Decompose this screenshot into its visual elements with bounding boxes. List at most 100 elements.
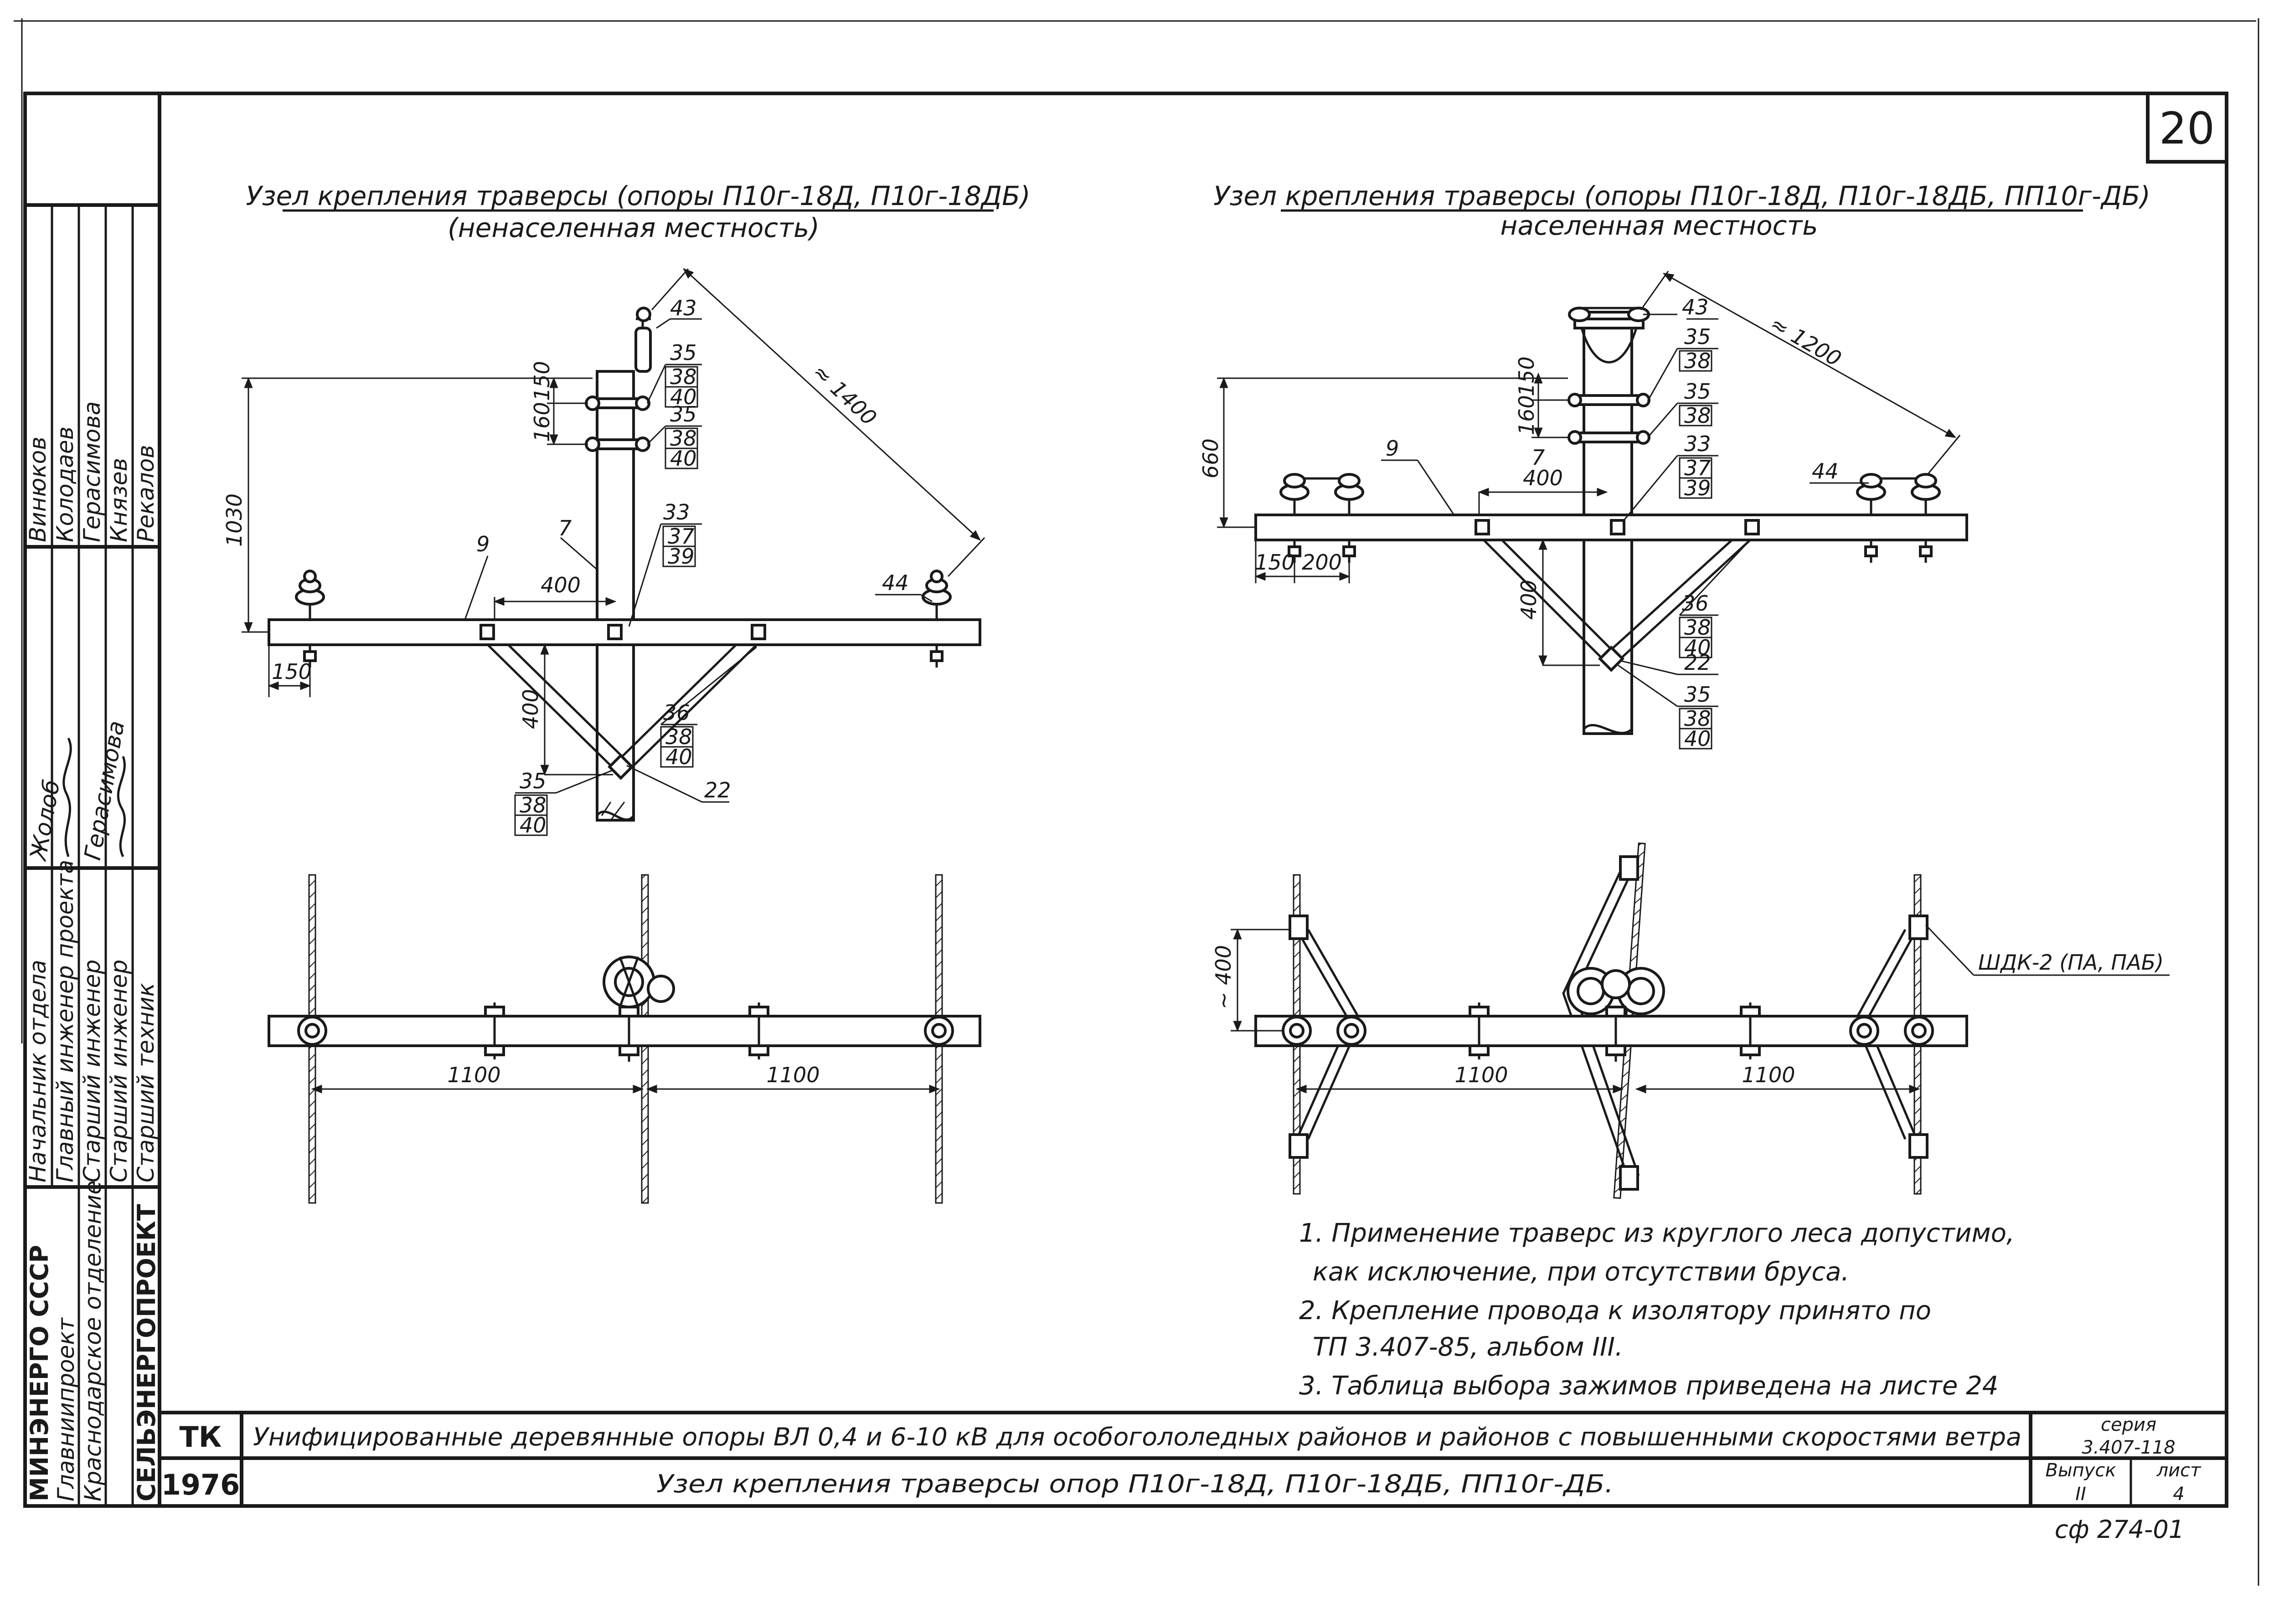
note-2-cont: ТП 3.407-85, альбом III. — [1313, 1332, 1623, 1362]
left-callout-22: 22 — [704, 778, 731, 802]
right-callout-33: 33 — [1684, 432, 1711, 456]
left-callout-7: 7 — [558, 516, 572, 540]
title-block: ТК 1976 Унифицированные деревянные опоры… — [160, 1411, 2227, 1506]
right-plan-dim-1100a: 1100 — [1454, 1063, 1508, 1087]
right-dim-1200: ≈ 1200 — [1766, 311, 1846, 371]
left-callout-40b: 40 — [670, 446, 697, 471]
right-dim-150a: 150 — [1514, 356, 1539, 396]
sheet-frame — [14, 18, 2259, 1586]
right-callout-38d: 38 — [1684, 706, 1711, 731]
right-plan-view: ~ 400 1100 1100 ШДК-2 (ПА, ПАБ) — [1211, 842, 2170, 1199]
left-dim-1030: 1030 — [222, 493, 247, 547]
stamp-position-3: Старший инженер — [79, 960, 105, 1182]
left-insulator-left — [295, 570, 325, 668]
left-dim-160: 160 — [530, 402, 554, 442]
left-callout-39: 39 — [668, 544, 695, 569]
stamp-name-4: Князев — [106, 458, 132, 542]
stamp-signature-1: Жолоб — [25, 778, 65, 863]
left-callout-36: 36 — [663, 700, 690, 725]
left-callout-35b: 35 — [670, 402, 697, 427]
right-plan-dim-1100b: 1100 — [1742, 1063, 1795, 1087]
stamp-org-ministry: МИНЭНЕРГО СССР — [25, 1245, 54, 1501]
note-1-cont: как исключение, при отсутствии бруса. — [1313, 1257, 1849, 1287]
left-callout-38b: 38 — [670, 426, 697, 451]
note-1: 1. Применение траверс из круглого леса д… — [1299, 1218, 2015, 1248]
left-dim-150: 150 — [272, 659, 312, 684]
right-callout-44: 44 — [1812, 459, 1839, 483]
left-stamp: Винюков Колодаев Герасимова Князев Рекал… — [25, 203, 161, 1506]
left-plan-dim-1100a: 1100 — [447, 1063, 500, 1087]
tb-series-value: 3.407-118 — [2082, 1437, 2175, 1458]
right-callout-38b: 38 — [1684, 403, 1711, 428]
notes: 1. Применение траверс из круглого леса д… — [1299, 1218, 2015, 1401]
sheet-number-box: 20 — [2146, 92, 2228, 164]
left-callout-43: 43 — [670, 296, 697, 320]
right-view-title: Узел крепления траверсы (опоры П10г-18Д,… — [1213, 180, 2150, 211]
right-elevation-view: Узел крепления траверсы (опоры П10г-18Д,… — [1198, 180, 2150, 751]
left-callout-40a: 40 — [670, 385, 697, 409]
left-callout-9: 9 — [476, 532, 490, 556]
stamp-signature-4 — [117, 756, 126, 858]
right-dim-400h: 400 — [1523, 466, 1563, 490]
stamp-position-2: Главный инженер проекта — [52, 860, 78, 1182]
left-callout-40c: 40 — [665, 745, 692, 769]
right-callout-35b: 35 — [1684, 379, 1711, 404]
right-callout-37: 37 — [1684, 456, 1711, 480]
stamp-name-5: Рекалов — [133, 445, 159, 542]
tb-title-line1: Унифицированные деревянные опоры ВЛ 0,4 … — [253, 1423, 2021, 1451]
right-view-subtitle: населенная местность — [1500, 210, 1818, 241]
left-callout-35c: 35 — [520, 769, 547, 793]
left-callout-38d: 38 — [520, 793, 547, 817]
right-callout-22: 22 — [1684, 650, 1711, 675]
left-plan-view: 1100 1100 — [268, 874, 981, 1204]
stamp-name-2: Колодаев — [52, 427, 78, 542]
left-view-title: Узел крепления траверсы (опоры П10г-18Д,… — [246, 180, 1030, 211]
stamp-name-1: Винюков — [25, 437, 51, 542]
left-view-subtitle: (ненаселенная местность) — [448, 212, 820, 243]
right-callout-40c: 40 — [1684, 635, 1711, 660]
stamp-position-4: Старший инженер — [106, 960, 132, 1182]
left-plan-dim-1100b: 1100 — [766, 1063, 820, 1087]
left-callout-37: 37 — [668, 524, 695, 549]
note-2: 2. Крепление провода к изолятору принято… — [1299, 1296, 1931, 1326]
right-insulator-pair-left — [1279, 473, 1364, 563]
tb-sheet-value: 4 — [2173, 1484, 2184, 1505]
left-callout-40d: 40 — [520, 813, 547, 838]
right-dim-150: 150 — [1255, 550, 1295, 575]
stamp-position-5: Старший техник — [133, 983, 159, 1182]
left-dim-150a: 150 — [530, 361, 554, 401]
stamp-org-glavniiproekt: Главниипроект — [53, 1317, 79, 1501]
right-callout-9: 9 — [1386, 436, 1399, 461]
right-callout-43: 43 — [1682, 295, 1709, 319]
left-elevation-view: Узел крепления траверсы (опоры П10г-18Д,… — [222, 180, 1031, 838]
tb-issue-value: II — [2075, 1484, 2086, 1505]
stamp-signature-2 — [62, 737, 72, 857]
tb-issue-label: Выпуск — [2046, 1460, 2116, 1481]
right-dim-400v: 400 — [1516, 580, 1541, 620]
right-dim-200: 200 — [1302, 550, 1342, 575]
left-dim-400v: 400 — [518, 689, 543, 729]
right-dim-7: 7 — [1531, 445, 1545, 470]
right-callout-38c: 38 — [1684, 615, 1711, 640]
right-callout-35a: 35 — [1684, 324, 1711, 349]
right-dim-160: 160 — [1514, 395, 1539, 435]
stamp-signature-3: Герасимова — [79, 719, 130, 862]
stamp-position-1: Начальник отдела — [25, 960, 51, 1182]
tb-series-label: серия — [2101, 1414, 2156, 1435]
right-insulator-pair-right — [1856, 473, 1941, 563]
left-callout-44: 44 — [882, 570, 909, 595]
left-callout-33: 33 — [663, 500, 690, 524]
right-plan-clamp-label: ШДК-2 (ПА, ПАБ) — [1978, 950, 2164, 975]
right-callout-40d: 40 — [1684, 726, 1711, 751]
right-callout-36: 36 — [1682, 591, 1709, 616]
left-crossarm — [268, 618, 981, 646]
note-3: 3. Таблица выбора зажимов приведена на л… — [1299, 1371, 1998, 1401]
left-callout-38c: 38 — [665, 725, 692, 749]
right-callout-38a: 38 — [1684, 349, 1711, 373]
left-callout-38a: 38 — [670, 365, 697, 389]
tb-sheet-label: лист — [2156, 1460, 2202, 1481]
doc-code: сф 274-01 — [2055, 1515, 2184, 1544]
tb-title-line2: Узел крепления траверсы опор П10г-18Д, П… — [656, 1470, 1614, 1498]
right-callout-39: 39 — [1684, 476, 1711, 500]
left-dim-400h: 400 — [541, 573, 581, 597]
